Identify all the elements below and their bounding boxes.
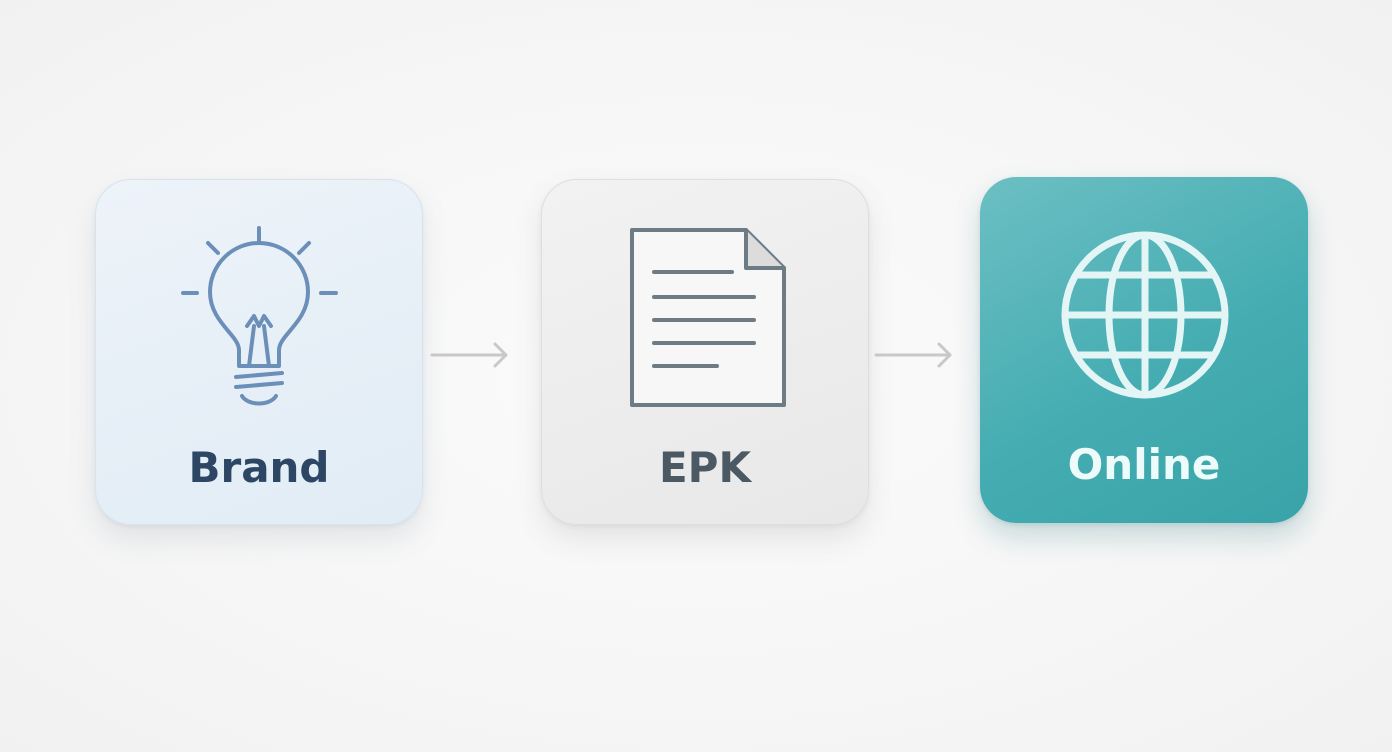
arrow-right-icon: [874, 342, 952, 368]
globe-icon: [1061, 231, 1229, 399]
brand-label: Brand: [188, 443, 330, 492]
document-icon: [630, 228, 786, 407]
epk-label: EPK: [658, 443, 752, 492]
online-card: Online: [980, 177, 1308, 523]
epk-card: EPK: [541, 179, 869, 525]
online-label: Online: [1067, 440, 1221, 489]
brand-card: Brand: [95, 179, 423, 525]
lightbulb-icon: [181, 226, 338, 406]
arrow-right-icon: [430, 342, 508, 368]
